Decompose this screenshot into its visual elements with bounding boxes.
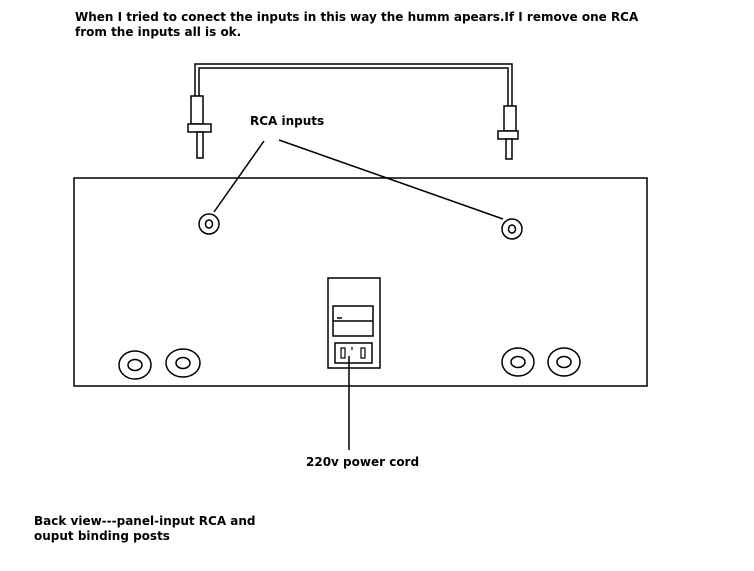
- binding-post-4: [547, 347, 581, 377]
- power-socket: [334, 342, 373, 364]
- right-rca-plug: [497, 105, 519, 160]
- rca-inputs-label: RCA inputs: [250, 114, 325, 128]
- problem-note: When I tried to conect the inputs in thi…: [75, 10, 638, 40]
- left-rca-plug: [187, 95, 212, 159]
- binding-post-2: [165, 348, 201, 378]
- problem-note-line-1: When I tried to conect the inputs in thi…: [75, 10, 639, 24]
- diagram-caption: Back view---panel-input RCA and ouput bi…: [34, 514, 256, 544]
- binding-post-3: [501, 347, 535, 377]
- binding-post-1: [118, 350, 152, 380]
- power-cord-label: 220v power cord: [306, 455, 420, 469]
- amplifier-back-panel: [73, 177, 648, 387]
- caption-line-1: Back view---panel-input RCA and: [34, 514, 256, 528]
- rca-cable: [194, 63, 513, 106]
- power-module: [327, 277, 381, 369]
- pointer-line-left: [213, 140, 265, 213]
- caption-line-2: ouput binding posts: [34, 529, 170, 543]
- left-rca-jack: [198, 213, 220, 235]
- problem-note-line-2: from the inputs all is ok.: [75, 25, 242, 39]
- pointer-line-right: [278, 139, 504, 220]
- right-rca-jack: [501, 218, 523, 240]
